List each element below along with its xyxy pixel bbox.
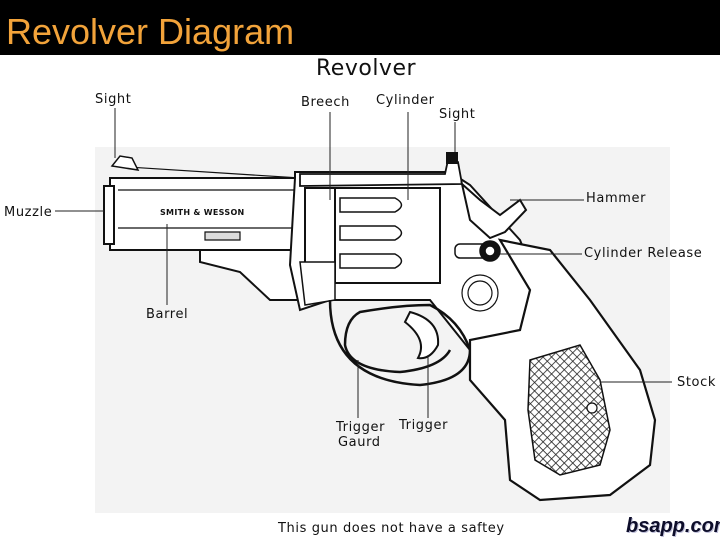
label-breech: Breech <box>301 95 350 110</box>
crane-shape <box>299 261 336 306</box>
grip-checkering <box>527 344 611 476</box>
label-barrel: Barrel <box>146 307 189 322</box>
barrel-engraving: SMITH & WESSON <box>160 208 245 217</box>
grip-screw <box>586 402 598 414</box>
label-stock: Stock <box>677 375 716 390</box>
label-trigger: Trigger <box>399 418 449 433</box>
cylinder-shape <box>334 187 441 284</box>
watermark: bsapp.com <box>626 515 720 537</box>
label-trigger-guard-line2: Gaurd <box>338 435 381 450</box>
slide-title: Revolver Diagram <box>6 11 295 52</box>
leader-lines <box>55 108 672 418</box>
barrel-detail <box>111 165 301 241</box>
label-cylinder-release: Cylinder Release <box>584 246 703 261</box>
label-hammer: Hammer <box>586 191 647 206</box>
diagram-title: Revolver <box>316 56 417 81</box>
title-bar: Revolver Diagram <box>0 0 720 55</box>
label-cylinder: Cylinder <box>376 93 435 108</box>
hammer-shape <box>460 181 528 240</box>
trigger-guard-shape <box>328 299 472 387</box>
cylinder-release-shape <box>454 240 501 262</box>
label-trigger-guard-line1: Trigger <box>336 420 386 435</box>
front-sight-shape <box>110 155 140 171</box>
label-muzzle: Muzzle <box>4 205 53 220</box>
rear-sight-shape <box>446 152 458 164</box>
footnote: This gun does not have a saftey <box>278 521 505 536</box>
label-sight-rear: Sight <box>439 107 476 122</box>
label-sight-front: Sight <box>95 92 132 107</box>
